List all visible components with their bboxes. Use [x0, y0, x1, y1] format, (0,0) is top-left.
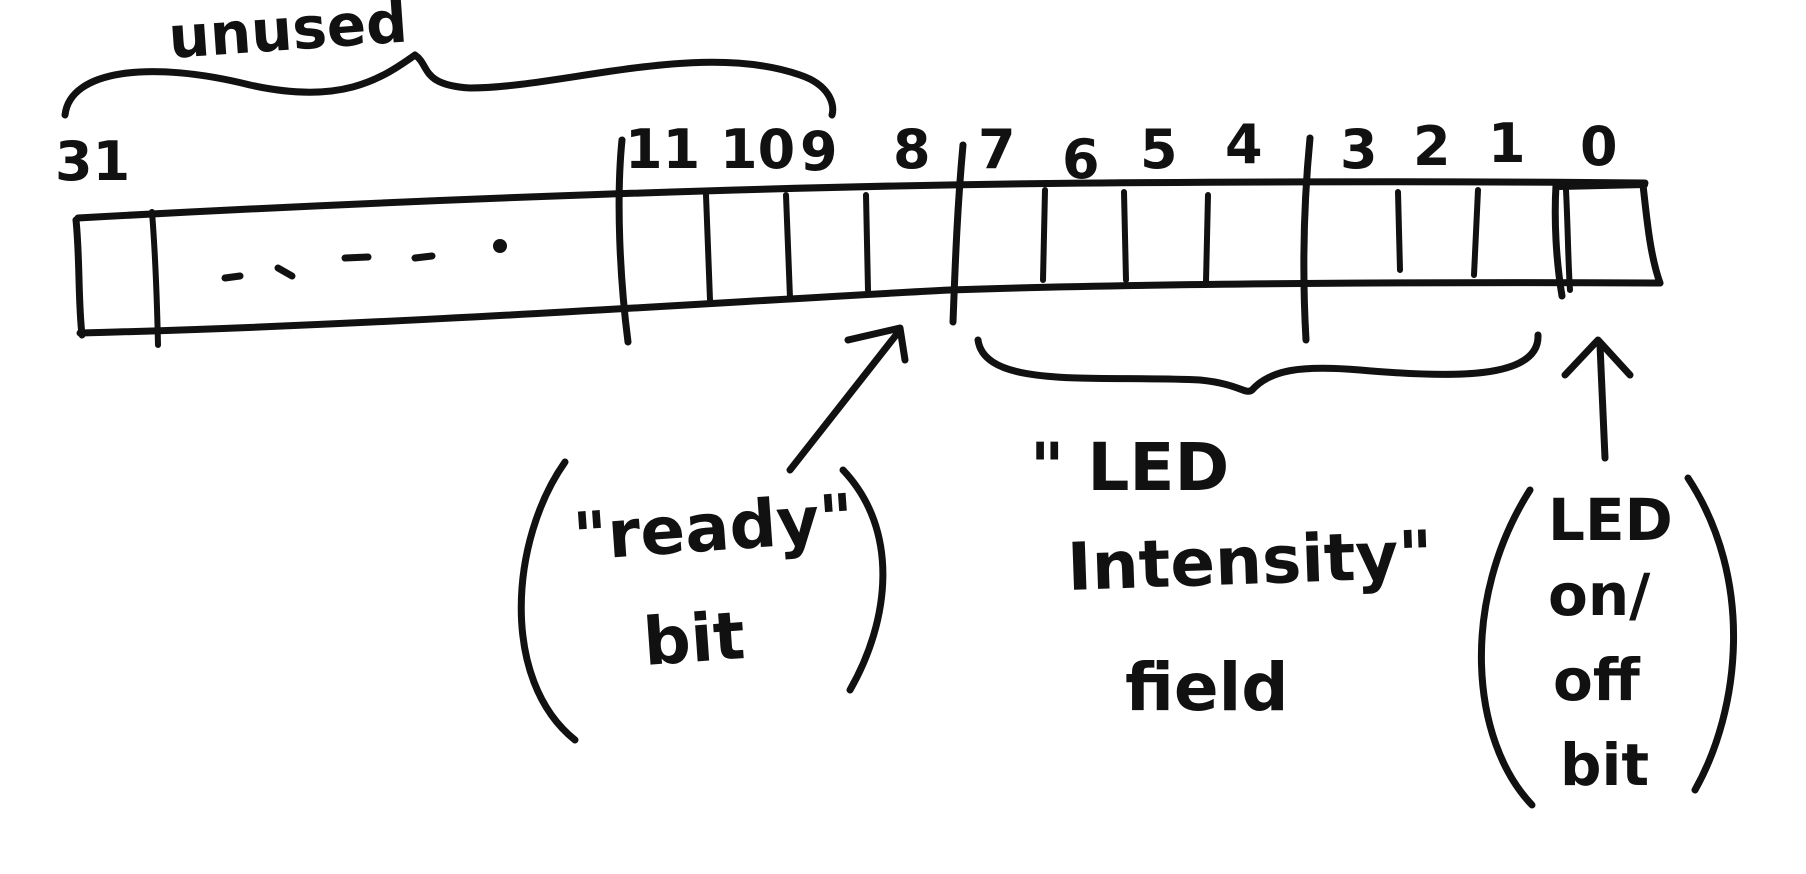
divider-6-5 [1121, 189, 1129, 283]
onoff-line4: bit [1560, 731, 1649, 799]
intensity-line3: field [1125, 649, 1289, 726]
onoff-paren-left [1477, 486, 1536, 809]
intensity-line2: Intensity" [1066, 516, 1434, 606]
bit-label-4: 4 [1225, 113, 1263, 176]
register-bottom-edge [76, 279, 1664, 337]
divider-1-0-inner [1563, 187, 1573, 293]
ready-bit-line1: "ready" [571, 480, 857, 576]
divider-9-8 [863, 192, 871, 293]
ready-paren-left [517, 458, 579, 744]
ready-paren-right [839, 466, 887, 694]
bit-label-10: 10 [720, 118, 795, 181]
bit-label-31: 31 [55, 130, 130, 193]
divider-12-11 [615, 136, 632, 346]
register-bar [72, 134, 1664, 348]
divider-3-2 [1395, 189, 1403, 273]
onoff-arrow-head [1561, 336, 1634, 379]
intensity-line1: " LED [1030, 429, 1229, 506]
divider-11-10 [703, 192, 713, 303]
bit0-top-cap [1557, 182, 1648, 190]
divider-4-3 [1300, 134, 1314, 344]
onoff-paren-right [1684, 474, 1738, 794]
bit-label-8: 8 [893, 118, 931, 181]
divider-8-7 [949, 141, 967, 326]
divider-7-6 [1040, 187, 1048, 283]
ready-arrow-head [844, 324, 909, 364]
register-left-edge [72, 216, 86, 339]
onoff-line1: LED [1548, 486, 1673, 554]
unused-ellipsis [221, 239, 507, 282]
onoff-arrow-shaft [1596, 341, 1609, 462]
onoff-line3: off [1553, 646, 1641, 714]
register-right-edge [1639, 181, 1664, 287]
ready-bit-line2: bit [641, 597, 748, 681]
bit-label-3: 3 [1340, 118, 1378, 181]
divider-10-9 [783, 192, 793, 301]
bit-label-0: 0 [1580, 115, 1618, 178]
bit-label-2: 2 [1413, 115, 1451, 178]
divider-5-4 [1203, 192, 1211, 285]
ready-arrow-shaft [786, 326, 904, 474]
bit-label-11: 11 [625, 118, 700, 181]
bit-label-7: 7 [978, 118, 1016, 181]
divider-2-1 [1471, 187, 1481, 278]
unused-label: unused [166, 0, 409, 72]
divider-31-30 [149, 209, 161, 348]
divider-1-0 [1551, 181, 1566, 300]
bit-label-9: 9 [800, 120, 838, 183]
register-top-edge [74, 178, 1649, 222]
bit-label-5: 5 [1140, 118, 1178, 181]
bit-label-1: 1 [1488, 112, 1526, 175]
intensity-brace [974, 331, 1542, 395]
onoff-line2: on/ [1548, 561, 1651, 629]
unused-brace [61, 51, 837, 119]
